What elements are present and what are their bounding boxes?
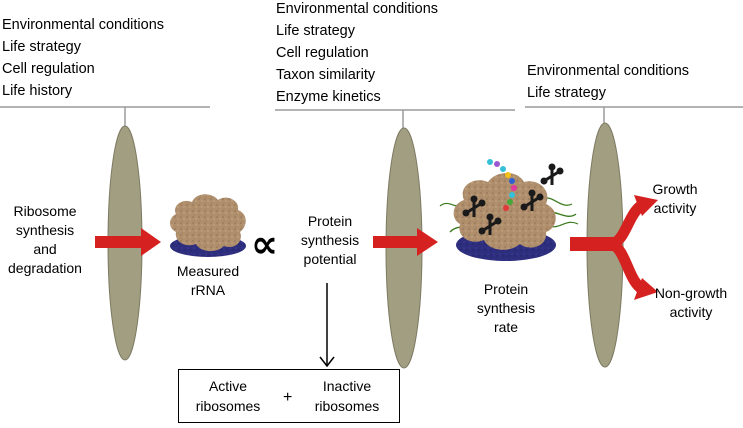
factor-item: Environmental conditions: [2, 17, 165, 33]
factor-item: Environmental conditions: [527, 63, 690, 79]
synthesis-potential-label: Protein synthesis potential: [300, 213, 360, 267]
measured-rrna-label: Measured rRNA: [176, 263, 240, 298]
growth-activity-label: Growth activity: [652, 181, 698, 216]
inactive-ribosomes-label: Inactive ribosomes: [314, 378, 380, 414]
ribosome-icon: [170, 194, 246, 257]
ribosomes-box: Active ribosomes + Inactive ribosomes: [178, 369, 400, 423]
arrow-middle: [373, 228, 438, 256]
arrow-split: [570, 195, 658, 300]
factor-item: Life strategy: [2, 39, 81, 55]
synthesis-rate-label: Protein synthesis rate: [476, 281, 536, 335]
factor-item: Taxon similarity: [276, 67, 376, 83]
factor-item: Enzyme kinetics: [276, 89, 381, 105]
arrow-input: [95, 228, 161, 256]
input-label: Ribosome synthesis and degradation: [8, 203, 82, 276]
trna-icon: [462, 195, 486, 217]
factor-list-right: Environmental conditions Life strategy: [527, 60, 689, 104]
proportional-symbol: ∝: [251, 222, 278, 266]
trna-icon: [520, 189, 544, 211]
factor-item: Cell regulation: [276, 45, 369, 61]
factor-item: Life strategy: [527, 85, 606, 101]
factor-item: Life history: [2, 83, 73, 99]
factor-list-left: Environmental conditions Life strategy C…: [2, 14, 164, 102]
plus-symbol: +: [283, 389, 293, 406]
nongrowth-activity-label: Non-growth activity: [654, 285, 728, 320]
factor-item: Life strategy: [276, 23, 355, 39]
factor-list-middle: Environmental conditions Life strategy C…: [276, 0, 438, 108]
trna-icon: [540, 163, 564, 185]
active-ribosomes-label: Active ribosomes: [195, 378, 261, 414]
factor-item: Cell regulation: [2, 61, 95, 77]
trna-icon: [478, 213, 502, 235]
arrow-down: [319, 283, 335, 368]
factor-item: Environmental conditions: [276, 1, 439, 17]
translating-ribosome-icon: [439, 159, 579, 261]
